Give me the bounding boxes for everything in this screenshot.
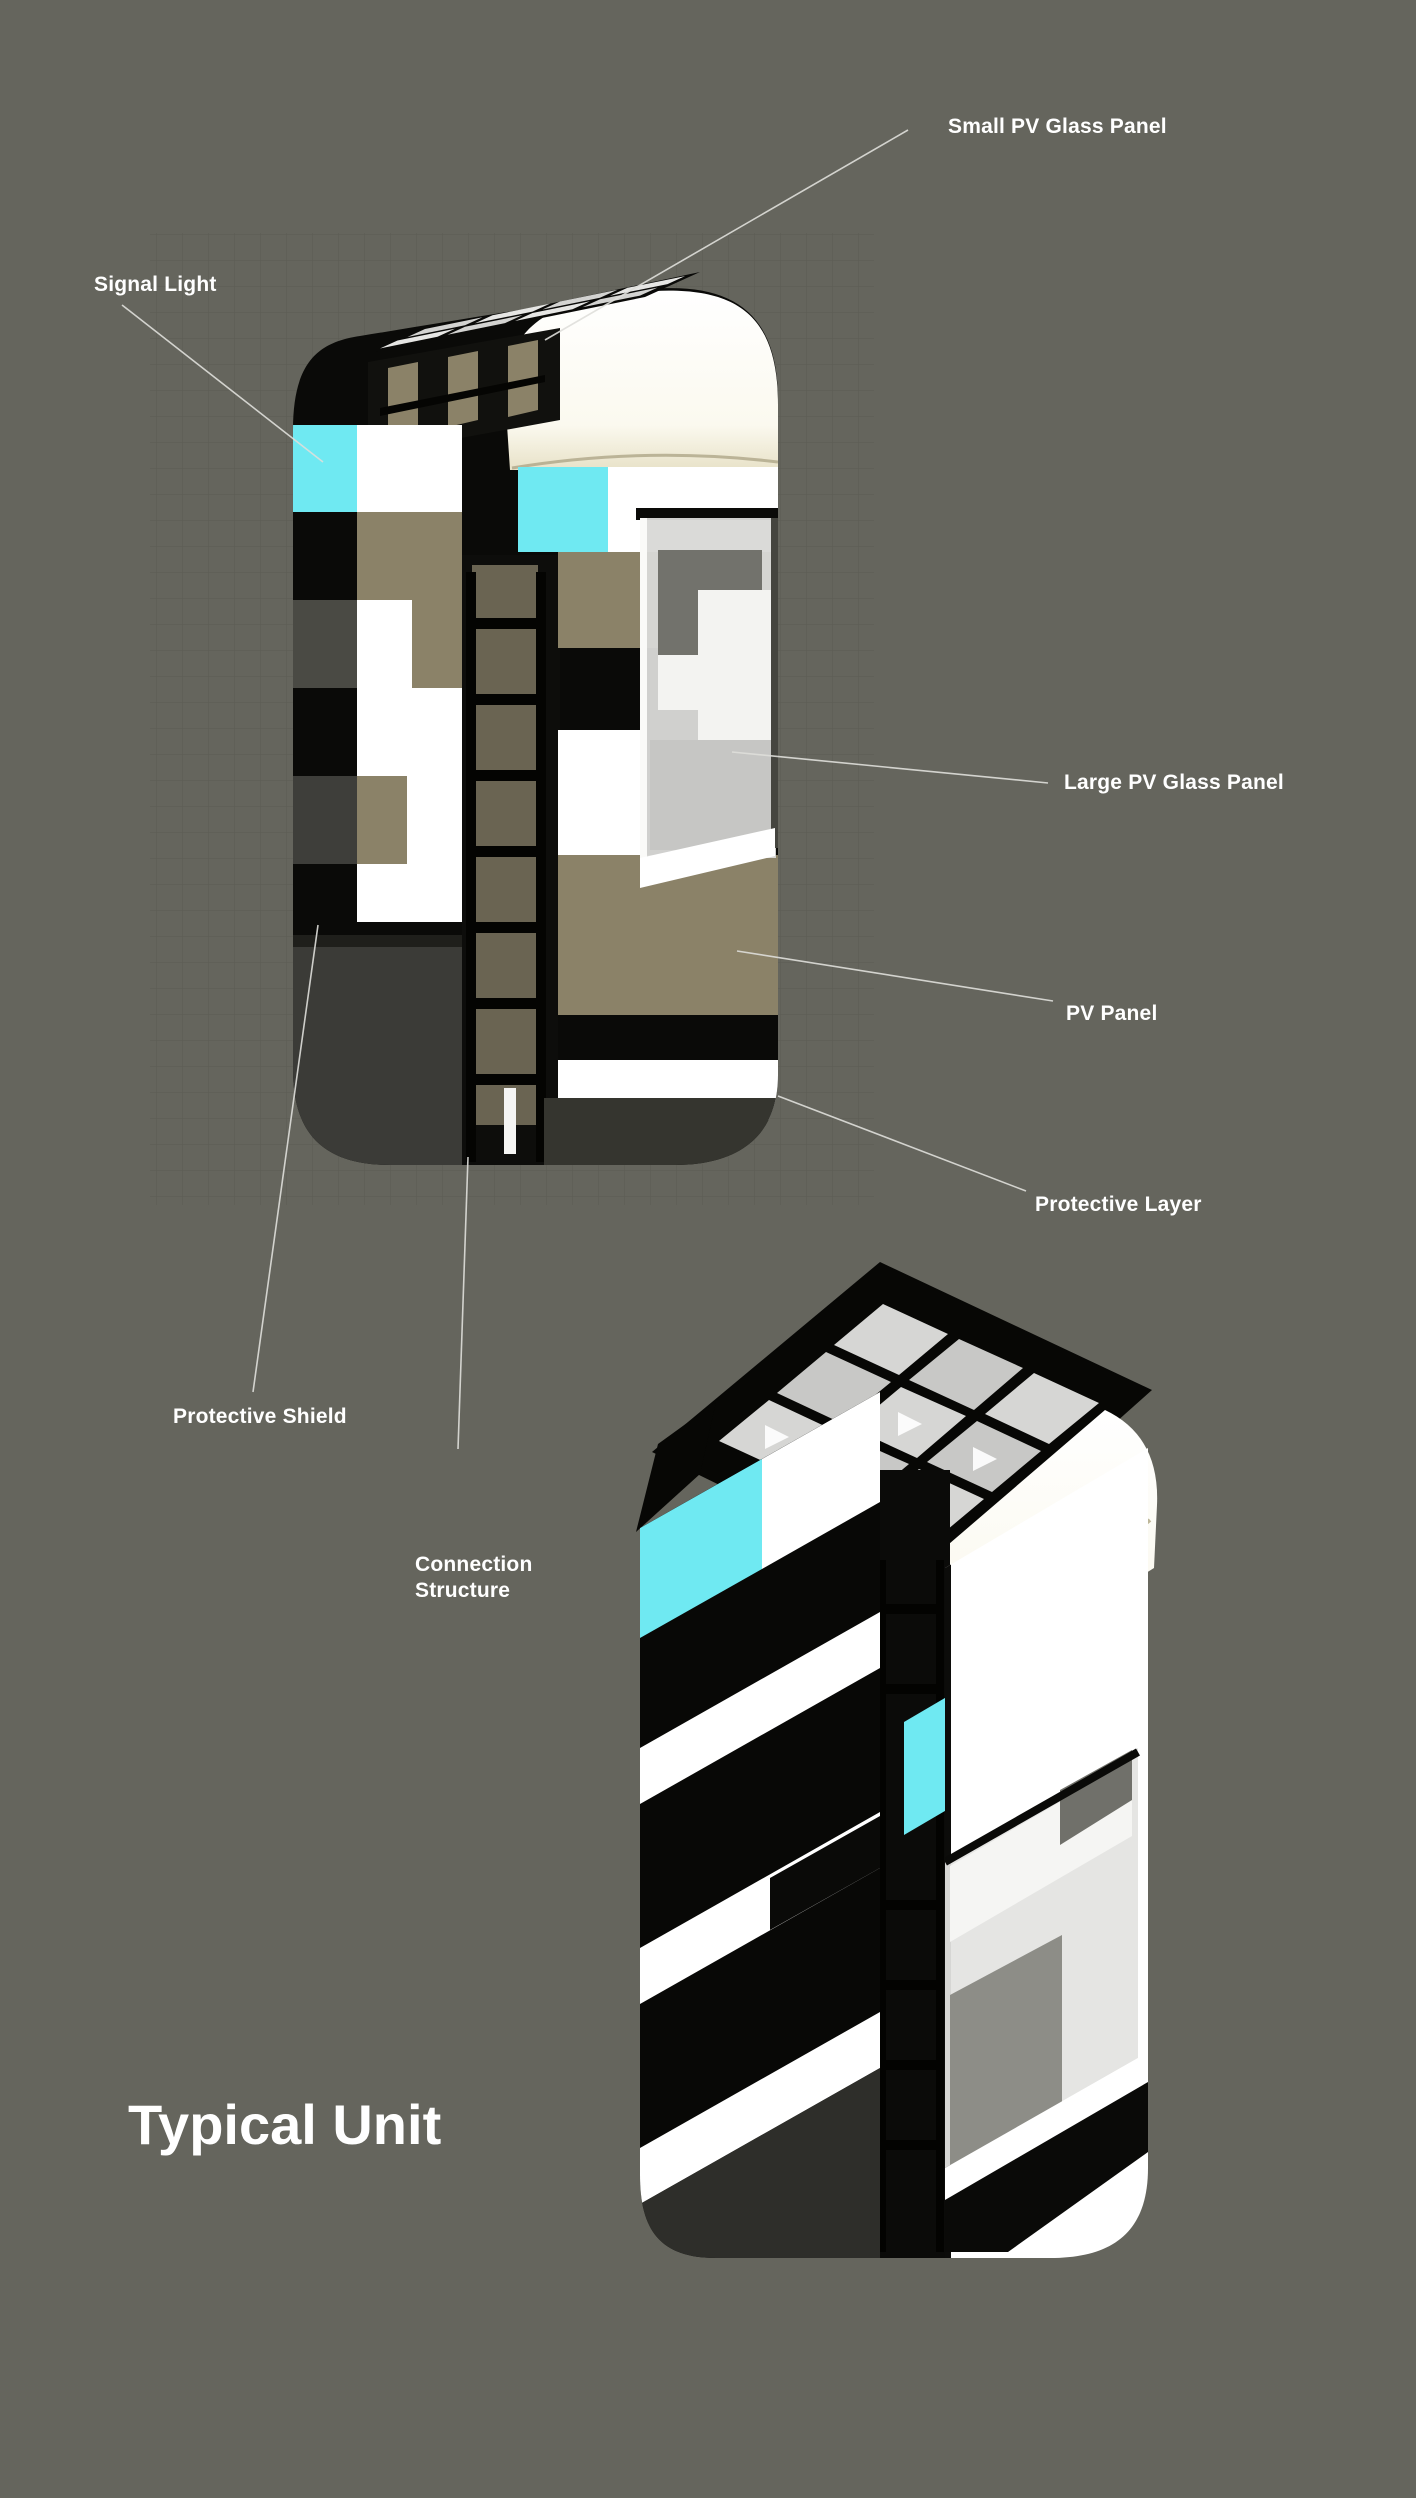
pv-panel-patch <box>357 512 462 600</box>
roof-glass-cell <box>407 317 483 337</box>
small-pv-glass-roof <box>375 272 700 352</box>
foot-block <box>640 2068 880 2258</box>
shield-stripe <box>640 1612 880 1804</box>
right-tower <box>945 1448 1148 2258</box>
pv-panel-patch <box>412 600 462 688</box>
shield-patch <box>293 776 357 864</box>
label-small-pv-glass-panel: Small PV Glass Panel <box>948 115 1167 138</box>
gap-back-panel <box>472 565 538 1125</box>
upper-unit-model <box>293 272 778 1166</box>
connection-structure-ladder <box>878 1560 944 2252</box>
shell-band <box>945 2082 1148 2252</box>
large-pv-glass-panel <box>945 1748 1140 2205</box>
label-protective-shield: Protective Shield <box>173 1405 347 1428</box>
roof-shelf <box>380 375 545 416</box>
gap-light-sliver <box>504 1088 516 1154</box>
pv-post <box>508 340 538 417</box>
roof-shade-line <box>511 453 778 470</box>
shield-patch <box>357 600 412 688</box>
signal-light-block <box>293 425 357 512</box>
shield-patch <box>407 776 462 864</box>
shell-band <box>558 1015 778 1060</box>
roof-glass-cell <box>909 1339 1023 1410</box>
roof-glass-cell <box>380 328 455 349</box>
protective-layer-roof <box>505 290 778 470</box>
leader-line-signal-light <box>121 304 324 463</box>
glass-reflection <box>973 1447 997 1471</box>
signal-light-block <box>518 467 608 552</box>
shield-patch <box>357 864 462 922</box>
shield-patch <box>357 688 462 776</box>
foot-block <box>293 935 463 1165</box>
label-protective-layer: Protective Layer <box>1035 1193 1202 1216</box>
glass-reflection <box>898 1412 922 1436</box>
roof-glass-cell <box>447 315 523 335</box>
shield-patch <box>558 730 644 855</box>
shield-stripe <box>770 1816 880 1930</box>
roof-glass-cell <box>542 289 618 310</box>
label-connection-structure: Connection Structure <box>415 1553 533 1602</box>
pv-post <box>388 362 418 438</box>
leader-line-pv-panel <box>736 950 1054 1002</box>
pv-post <box>448 351 478 427</box>
leader-line-connection-structure <box>457 1156 469 1450</box>
typical-unit-model <box>636 1262 1158 2258</box>
label-large-pv-glass-panel: Large PV Glass Panel <box>1064 771 1284 794</box>
roof-frame <box>636 1402 716 1532</box>
foot-edge <box>293 935 463 947</box>
leader-line-small-pv-glass-panel <box>544 129 909 341</box>
shield-patch <box>293 600 357 688</box>
roof-glass-cell <box>515 301 590 321</box>
leader-lines <box>121 129 1054 1450</box>
roof-glass-cell <box>834 1304 948 1375</box>
left-tower <box>640 1392 880 2258</box>
pv-panel-band <box>558 855 778 1015</box>
glass-reflection <box>765 1425 789 1449</box>
roof-glass-cell <box>475 303 550 324</box>
shield-stripe <box>762 1392 880 1569</box>
signal-light-block <box>904 1695 950 1835</box>
shield-stripe <box>640 2012 880 2204</box>
label-signal-light: Signal Light <box>94 273 217 296</box>
leader-line-large-pv-glass-panel <box>731 751 1049 784</box>
large-pv-glass-panel <box>636 508 778 888</box>
roof-glass-cell <box>985 1373 1099 1444</box>
pv-panel-patch <box>357 776 407 864</box>
connection-structure-ladder <box>466 572 546 1162</box>
page-title: Typical Unit <box>128 2093 442 2156</box>
label-pv-panel: PV Panel <box>1066 1002 1158 1025</box>
leader-line-protective-shield <box>252 924 319 1393</box>
leader-line-protective-layer <box>777 1095 1027 1192</box>
signal-light-block <box>640 1459 762 1638</box>
shield-patch <box>357 425 462 512</box>
